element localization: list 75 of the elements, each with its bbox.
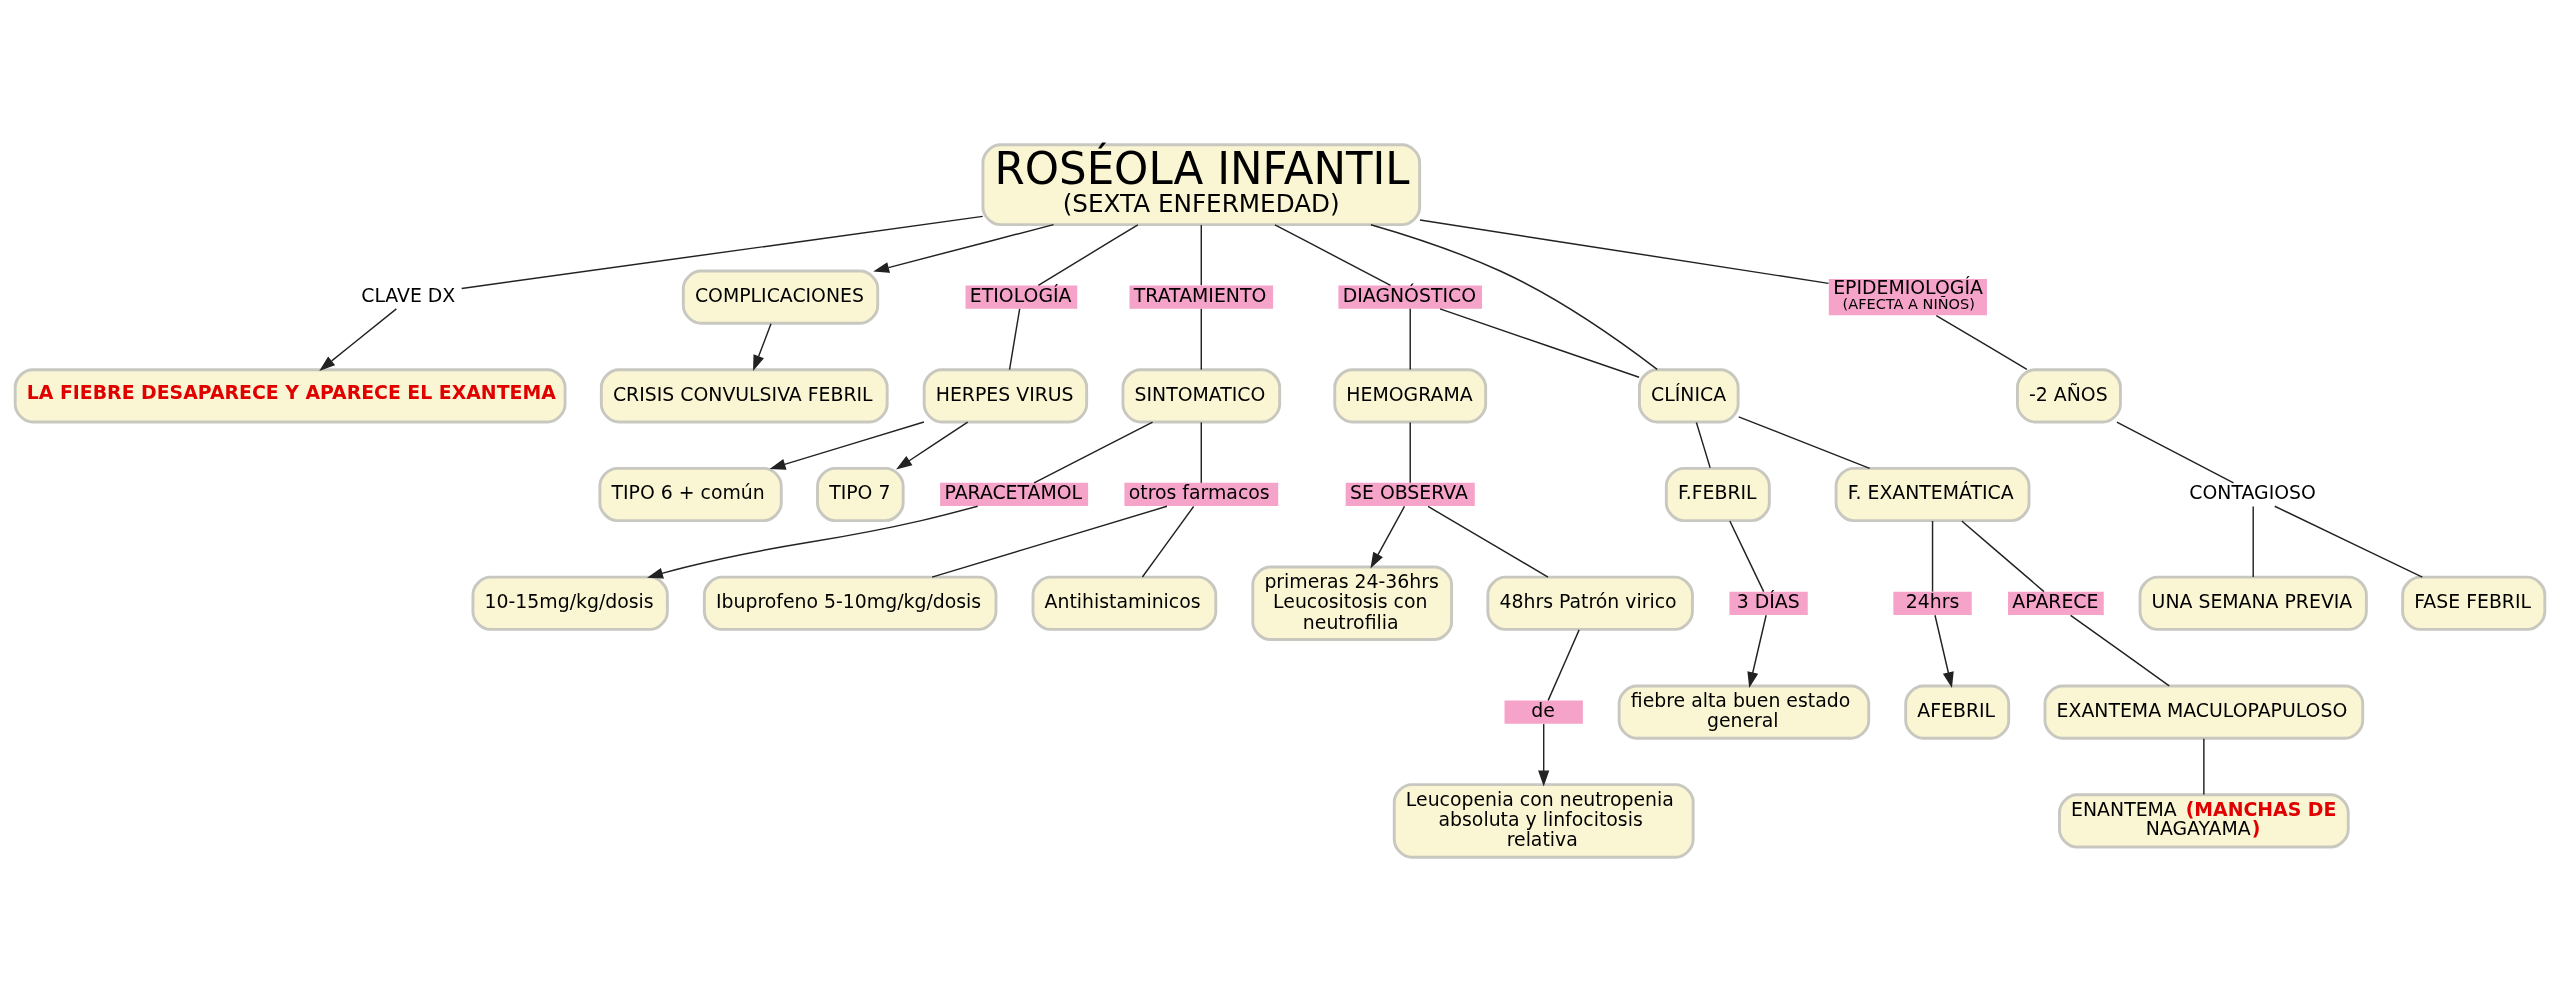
connector	[1200, 308, 1202, 371]
node-box: Leucopenia con neutropenia absoluta y linfocitosis relativa	[1392, 783, 1695, 859]
node-box: SINTOMATICO	[1121, 368, 1282, 424]
arrow	[319, 308, 398, 371]
node-box: fiebre alta buen estado general	[1617, 684, 1871, 740]
connector	[1008, 308, 1021, 371]
connector	[1033, 421, 1154, 484]
node-box: F. EXANTEMÁTICA	[1834, 466, 2031, 523]
connector	[1409, 308, 1411, 371]
node-box: HERPES VIRUS	[922, 368, 1089, 424]
node-box: CRISIS CONVULSIVA FEBRIL	[599, 368, 889, 424]
connector	[1547, 629, 1580, 702]
node-box: FASE FEBRIL	[2401, 575, 2547, 631]
node-box: ETIOLOGÍA	[965, 285, 1078, 309]
node-text: CLAVE DX	[361, 284, 456, 307]
connector	[2274, 505, 2423, 578]
connector	[1737, 416, 1871, 470]
node-box: DIAGNÓSTICO	[1338, 285, 1483, 309]
connector	[1695, 421, 1711, 469]
node-box: LA FIEBRE DESAPARECE Y APARECE EL EXANTEMA	[13, 368, 567, 424]
arrow	[1934, 614, 1954, 688]
arrow	[873, 223, 1055, 273]
arrow	[647, 505, 979, 579]
connector	[460, 215, 984, 290]
connector	[1141, 505, 1195, 578]
connector	[1961, 520, 2045, 593]
node-box: PARACETAMOL	[940, 482, 1089, 507]
arrow	[1538, 723, 1550, 787]
node-box: 48hrs Patrón virico	[1486, 575, 1694, 631]
connector	[2069, 614, 2170, 687]
node-box: F.FEBRIL	[1664, 466, 1771, 523]
node-box: -2 AÑOS	[2015, 368, 2122, 424]
node-box: ENANTEMA (MANCHAS DE NAGAYAMA)	[2058, 793, 2350, 849]
node-box: EXANTEMA MACULOPAPULOSO	[2043, 684, 2365, 740]
node-box: Antihistaminicos	[1031, 575, 1218, 631]
connector	[1200, 421, 1202, 484]
node-box: TRATAMIENTO	[1129, 285, 1274, 309]
arrow	[1747, 614, 1767, 688]
connector	[1274, 224, 1392, 287]
connector	[1419, 219, 1830, 285]
node-box: de	[1504, 700, 1583, 724]
connector	[1370, 223, 1658, 371]
node-box: TIPO 6 + común	[598, 466, 783, 523]
node-box: COMPLICACIONES	[681, 269, 880, 325]
node-text: CONTAGIOSO	[2189, 481, 2316, 504]
node-box: otros farmacos	[1124, 482, 1279, 507]
arrow	[1370, 505, 1406, 569]
node-box: AFEBRIL	[1904, 684, 2011, 740]
connector	[1427, 505, 1549, 578]
connector	[2116, 421, 2235, 484]
arrow	[896, 421, 969, 470]
connector	[1409, 421, 1411, 484]
connector	[1439, 308, 1640, 378]
node-box: 10-15mg/kg/dosis	[471, 575, 669, 631]
node-box: CLÍNICA	[1638, 368, 1740, 424]
connector	[1931, 520, 1934, 593]
connector	[2203, 737, 2205, 796]
node-box: 3 DÍAS	[1729, 591, 1808, 615]
node-box: HEMOGRAMA	[1333, 368, 1488, 424]
node-box: ROSÉOLA INFANTIL (SEXTA ENFERMEDAD)	[981, 143, 1422, 227]
arrow	[753, 323, 772, 372]
connector	[1200, 224, 1202, 286]
node-box: Ibuprofeno 5-10mg/kg/dosis	[702, 575, 998, 631]
connector	[1037, 224, 1139, 287]
node-box: primeras 24-36hrs Leucositosis con neutrofilia	[1251, 565, 1453, 641]
connector	[1729, 520, 1765, 593]
connector	[931, 505, 1168, 578]
connector	[2252, 505, 2254, 578]
arrow	[769, 421, 925, 470]
node-box: APARECE	[2008, 591, 2104, 615]
node-box: 24hrs	[1893, 591, 1972, 615]
node-box: TIPO 7	[816, 466, 905, 523]
node-box: SE OBSERVA	[1345, 482, 1475, 507]
connector	[1935, 314, 2028, 371]
node-box: UNA SEMANA PREVIA	[2138, 575, 2368, 631]
